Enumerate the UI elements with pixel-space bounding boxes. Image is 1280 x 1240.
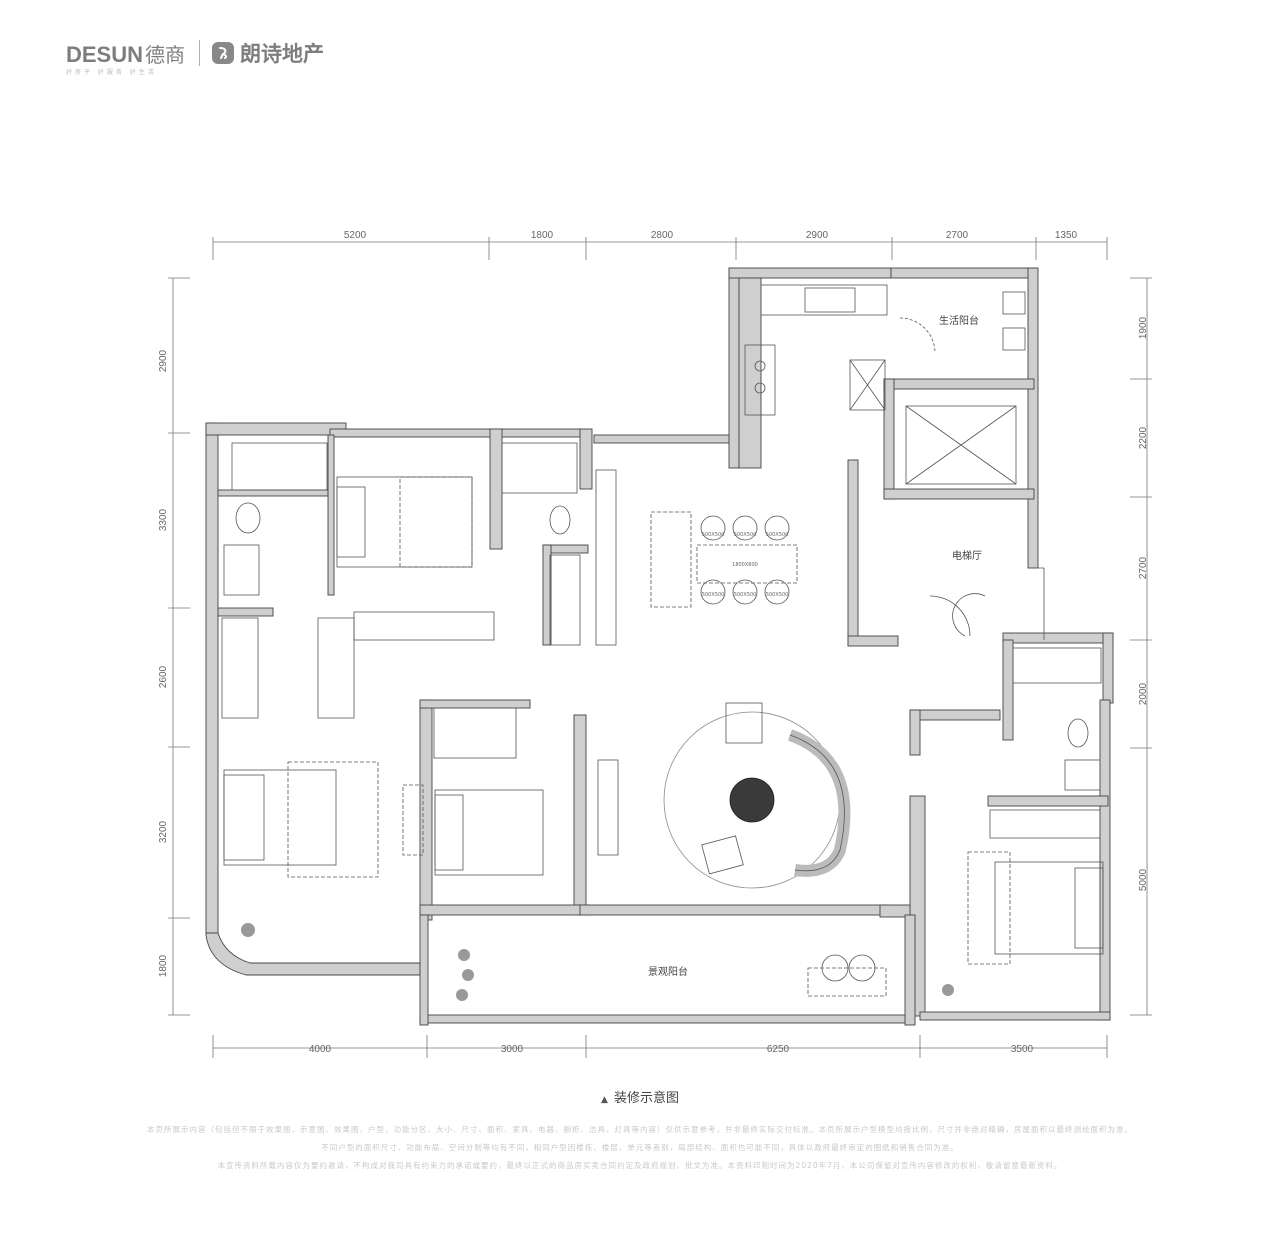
balcony-table <box>807 967 887 997</box>
elevator-shaft <box>905 405 1017 485</box>
chair-label: 500X500 <box>766 592 789 598</box>
langshi-logo-icon <box>212 42 235 64</box>
kitchen-sink <box>804 287 856 313</box>
dim-bottom-1: 4000 <box>309 1044 332 1055</box>
toilet-3 <box>1067 718 1089 748</box>
vanity-2 <box>549 554 581 646</box>
armchair-1 <box>701 835 744 875</box>
dim-top-6: 1350 <box>1055 230 1078 241</box>
kitchen-stove <box>744 344 776 416</box>
plant-icon <box>942 984 954 996</box>
bed-1 <box>336 476 473 568</box>
dim-bottom-4: 3500 <box>1011 1044 1034 1055</box>
kitchen-counter-top <box>760 284 888 316</box>
disclaimer-line-3: 本宣传资料所载内容仅为要约邀请，不构成对我司具有约束力的承诺或要约，最终以正式的… <box>217 1161 1063 1170</box>
bathtub-1 <box>231 442 328 491</box>
chair-label: 500X500 <box>734 532 757 538</box>
toilet-2 <box>549 505 571 535</box>
langshi-logo-text: 朗诗地产 <box>240 42 325 66</box>
chair-label: 500X500 <box>734 592 757 598</box>
shower-2 <box>501 442 578 494</box>
dim-top-5: 2700 <box>946 230 969 241</box>
bathtub-3 <box>1012 647 1102 684</box>
dining-chair-4 <box>700 579 726 605</box>
top-dim-ticks <box>212 237 1108 260</box>
dim-left-2: 3300 <box>158 508 169 531</box>
curved-sofa <box>787 729 851 877</box>
dimension-labels: 5200 1800 2800 2900 2700 1350 4000 3000 … <box>158 230 1149 1055</box>
vanity-1 <box>223 544 260 596</box>
dim-left-4: 3200 <box>158 820 169 843</box>
room-label-view-balcony: 景观阳台 <box>648 965 688 978</box>
dining-chair-6 <box>764 579 790 605</box>
dim-top-3: 2800 <box>651 230 674 241</box>
logo-divider <box>199 40 201 66</box>
caption-text: 装修示意图 <box>613 1091 679 1106</box>
desun-logo-text: DESUN <box>66 41 144 67</box>
caption: ▲ 装修示意图 <box>0 1087 1280 1106</box>
dining-chair-3 <box>764 515 790 541</box>
dim-right-4: 2000 <box>1138 682 1149 705</box>
desun-logo-cn: 德商 <box>145 42 186 67</box>
dim-top-2: 1800 <box>531 230 554 241</box>
dimension-lines <box>168 237 1152 1058</box>
dim-left-5: 1800 <box>158 954 169 977</box>
dim-right-1: 1900 <box>1138 316 1149 339</box>
kitchen-fridge <box>849 359 886 411</box>
closet-4 <box>433 707 517 759</box>
dryer <box>1002 327 1026 351</box>
dining-chair-1 <box>700 515 726 541</box>
bed-2 <box>223 769 337 866</box>
chair-label: 500X500 <box>702 592 725 598</box>
closet-3 <box>353 611 495 641</box>
bed-3 <box>434 789 544 876</box>
dining-chair-5 <box>732 579 758 605</box>
fixtures <box>221 284 1104 997</box>
triangle-up-icon: ▲ <box>601 1095 608 1105</box>
desun-tagline: 好房子 好服务 好生活 <box>66 68 157 76</box>
plant-icon <box>241 923 255 937</box>
closet-5 <box>989 809 1101 839</box>
disclaimer-line-2: 不同户型的面积尺寸、功能布局、空间分割等均有不同，相同户型因楼栋、楼层、单元等差… <box>321 1143 959 1152</box>
armchair-2 <box>725 702 763 744</box>
chair-label: 500X500 <box>702 532 725 538</box>
furniture-labels: 500X500 500X500 500X500 1800X800 500X500… <box>702 532 789 598</box>
room-label-elevator-hall: 电梯厅 <box>952 549 982 562</box>
dim-left-1: 2900 <box>158 349 169 372</box>
dim-left-3: 2600 <box>158 665 169 688</box>
dining-table <box>696 544 798 584</box>
closet-1 <box>221 617 259 719</box>
bed-4 <box>994 861 1104 955</box>
dim-bottom-3: 6250 <box>767 1044 790 1055</box>
closet-2 <box>317 617 355 719</box>
walls <box>205 267 1114 1026</box>
sideboard <box>650 511 692 608</box>
room-labels: 生活阳台 电梯厅 景观阳台 <box>648 314 982 978</box>
tv-console <box>597 759 619 856</box>
floor-plan: 5200 1800 2800 2900 2700 1350 4000 3000 … <box>158 230 1152 1058</box>
washer <box>1002 291 1026 315</box>
dim-top-4: 2900 <box>806 230 829 241</box>
plant-icons <box>241 923 954 1001</box>
dim-right-2: 2200 <box>1138 426 1149 449</box>
dim-top-1: 5200 <box>344 230 367 241</box>
dim-bottom-2: 3000 <box>501 1044 524 1055</box>
chair-label: 500X500 <box>766 532 789 538</box>
vanity-3 <box>1064 759 1101 791</box>
dim-right-3: 2700 <box>1138 556 1149 579</box>
table-label: 1800X800 <box>732 562 758 568</box>
dim-right-5: 5000 <box>1138 868 1149 891</box>
coffee-table <box>729 777 775 823</box>
toilet-1 <box>235 502 261 534</box>
room-label-living-balcony: 生活阳台 <box>939 314 979 327</box>
dining-chair-2 <box>732 515 758 541</box>
disclaimer-line-1: 本页所展示内容（包括但不限于效果图、示意图、效果图、户型、功能分区、大小、尺寸、… <box>147 1125 1133 1134</box>
